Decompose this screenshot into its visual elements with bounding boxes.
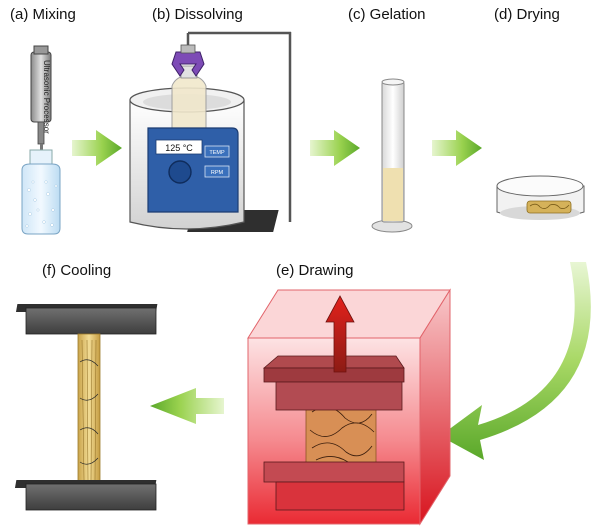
drawing-chamber [247, 288, 451, 526]
rpm-button-label: RPM [211, 170, 224, 176]
bottom-clamp [263, 461, 405, 483]
arrow-drying-to-drawing [440, 262, 591, 460]
label-dissolving: (b) Dissolving [152, 6, 243, 23]
label-drawing: (e) Drawing [276, 262, 354, 279]
gel-fill [383, 168, 403, 221]
probe-label: Ultrasonic Processor [42, 60, 51, 134]
bottom-cooling-clamp [25, 483, 157, 511]
rpm-button [204, 165, 230, 178]
arrow-gelation-to-drying [432, 130, 482, 166]
dried-gel [526, 200, 572, 214]
pull-arrow [325, 295, 355, 373]
label-cooling: (f) Cooling [42, 262, 112, 279]
label-drying: (d) Drying [494, 6, 560, 23]
temperature-readout: 125 °C [165, 143, 193, 153]
mixing-apparatus [21, 45, 61, 235]
arrow-mixing-to-dissolving [72, 130, 122, 166]
purple-clamp [171, 51, 205, 77]
label-mixing: (a) Mixing [10, 6, 76, 23]
arrow-dissolving-to-gelation [310, 130, 360, 166]
label-gelation: (c) Gelation [348, 6, 426, 23]
hotplate-knob [168, 160, 192, 184]
drying-dish [496, 175, 585, 220]
cooling-fixture [14, 304, 158, 511]
temp-button-label: TEMP [209, 150, 225, 156]
arrow-drawing-to-cooling [150, 388, 224, 424]
drawn-fiber [77, 333, 101, 485]
dissolving-apparatus [129, 31, 292, 232]
temperature-display [155, 139, 203, 155]
gelation-cylinder [371, 78, 413, 233]
temp-button [204, 145, 230, 158]
mixing-vial [21, 163, 61, 235]
top-cooling-clamp [25, 307, 157, 335]
